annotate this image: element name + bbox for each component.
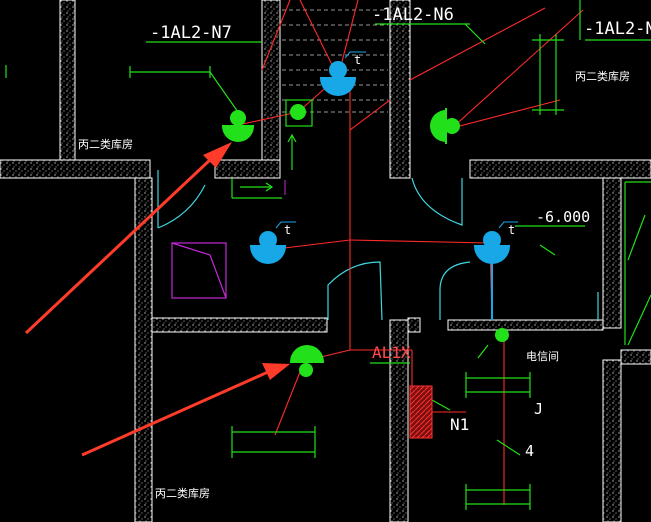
wall-segment <box>0 159 151 179</box>
door-swing <box>157 170 206 229</box>
wall-segment <box>389 0 411 179</box>
doors <box>157 170 599 321</box>
wall-segment <box>602 359 622 522</box>
lamp-cyan-2 <box>250 221 296 264</box>
annotation-arrow-2 <box>81 363 290 457</box>
wall-segment <box>134 177 153 522</box>
text-labels: -1AL2-N7 -1AL2-N6 -1AL2-N7 丙二类库房 丙二类库房 丙… <box>78 5 651 500</box>
lamp-green-2 <box>285 99 313 127</box>
lamp-tag: t <box>284 223 291 237</box>
circuit-n1-label: N1 <box>450 415 469 434</box>
count-label: 4 <box>525 442 534 460</box>
level-label: -6.000 <box>536 208 590 226</box>
wall-segment <box>469 159 651 179</box>
wiring <box>237 0 584 505</box>
wall-segment <box>620 349 651 365</box>
panel-label: AL1X <box>372 343 411 362</box>
j-label: J <box>534 400 543 418</box>
wall-segment <box>602 177 622 329</box>
circuit-label-n6: -1AL2-N6 <box>372 5 454 25</box>
equipment-box <box>171 242 227 299</box>
circuit-label-n7-right: -1AL2-N7 <box>584 19 651 39</box>
lamp-tag: t <box>508 223 515 237</box>
wall-segment <box>407 317 421 333</box>
staircase <box>282 9 388 113</box>
room-label-left: 丙二类库房 <box>78 137 133 151</box>
room-label-telecom: 电信间 <box>526 350 559 363</box>
lamp-green-1 <box>222 110 254 142</box>
lamp-green-5 <box>495 328 509 342</box>
door-swing <box>411 177 463 226</box>
door-swing <box>439 261 471 320</box>
room-label-bottom: 丙二类库房 <box>155 486 210 500</box>
room-label-top-right: 丙二类库房 <box>575 69 630 83</box>
circuit-label-n7: -1AL2-N7 <box>150 23 232 43</box>
lamp-green-4 <box>290 345 324 377</box>
annotation-arrow-1 <box>24 142 232 335</box>
wall-segment <box>59 0 76 161</box>
lamp-green-3 <box>430 108 460 144</box>
lamp-cyan-3 <box>474 221 518 320</box>
wall-segment <box>389 319 409 522</box>
wall-segment <box>447 319 604 331</box>
door-swing <box>327 261 383 321</box>
lamp-cyan-1 <box>320 51 366 96</box>
leaders <box>5 0 651 510</box>
wall-segment <box>214 159 281 179</box>
wall-segment <box>261 0 281 179</box>
wall-segment <box>151 317 328 333</box>
distribution-panel <box>409 385 433 439</box>
lamp-tag: t <box>354 53 361 67</box>
